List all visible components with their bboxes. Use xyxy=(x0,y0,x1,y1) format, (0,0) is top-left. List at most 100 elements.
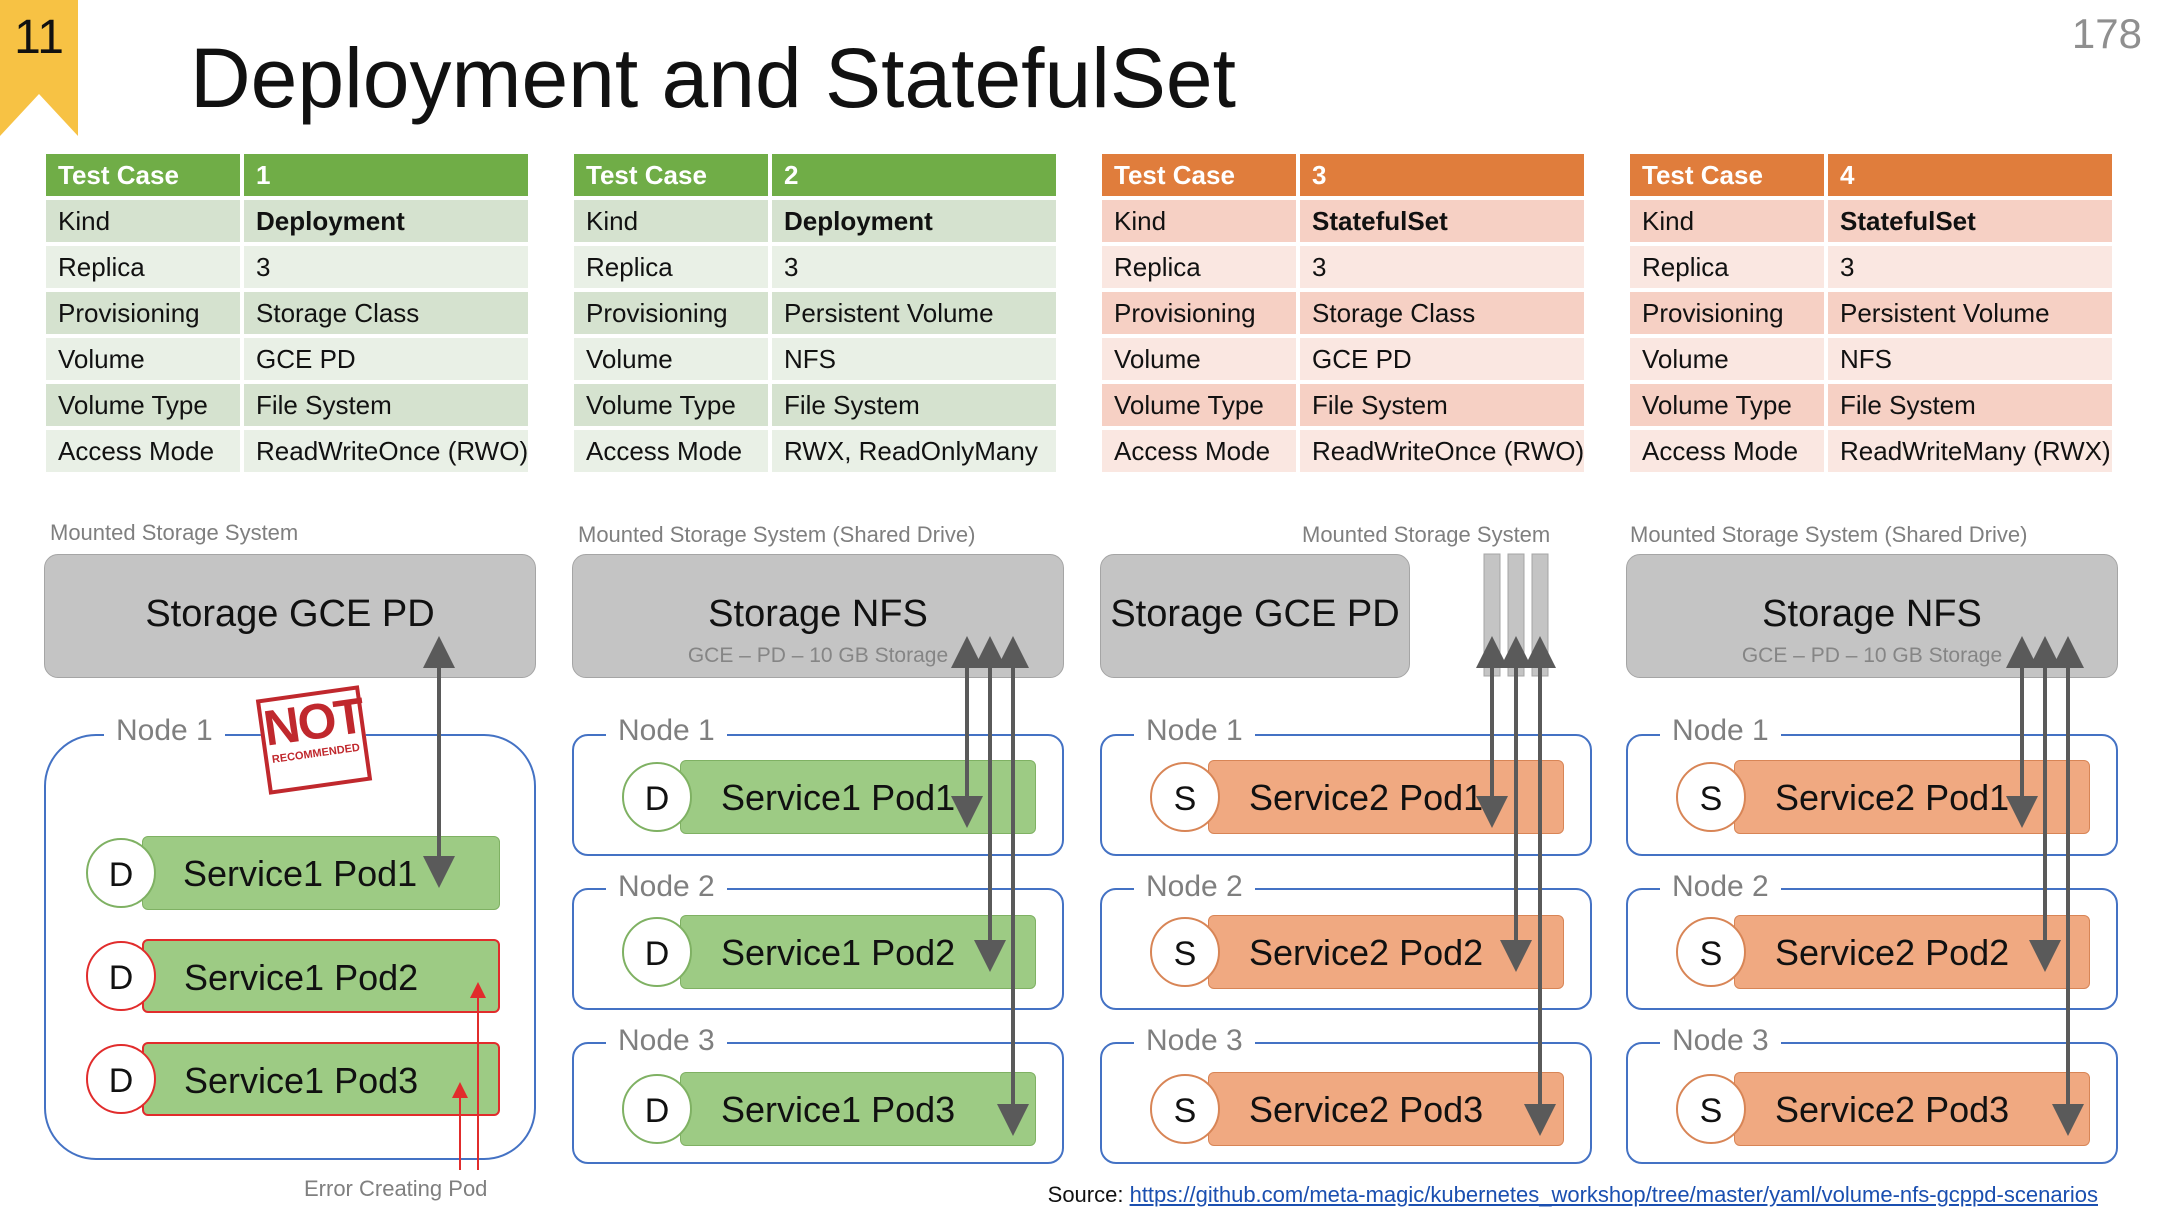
node-label: Node 3 xyxy=(1134,1024,1255,1058)
storage-caption: Mounted Storage System (Shared Drive) xyxy=(1630,522,2028,547)
node-label: Node 1 xyxy=(1660,714,1781,748)
table-cell: Volume Type xyxy=(1630,384,1824,426)
volume-stub xyxy=(1531,553,1549,677)
table-cell: Volume xyxy=(1630,338,1824,380)
storage-title: Storage GCE PD xyxy=(1110,593,1400,635)
pod-name: Service2 Pod3 xyxy=(1249,1089,1484,1130)
table-row: Provisioning Storage Class xyxy=(46,292,528,334)
node-label: Node 2 xyxy=(606,870,727,904)
table-cell: 3 xyxy=(1300,154,1584,196)
section-number: 11 xyxy=(14,11,64,64)
table-row: Volume GCE PD xyxy=(1102,338,1584,380)
table-cell: ReadWriteOnce (RWO) xyxy=(244,430,528,472)
source-label: Source: xyxy=(1047,1182,1130,1207)
table-row: Replica 3 xyxy=(1102,246,1584,288)
node-label: Node 2 xyxy=(1660,870,1781,904)
pod-bar: Service2 Pod2 xyxy=(1208,915,1564,989)
table-cell: StatefulSet xyxy=(1300,200,1584,242)
table-row: Volume Type File System xyxy=(1630,384,2112,426)
table-row: Kind Deployment xyxy=(46,200,528,242)
pod-bar: Service2 Pod1 xyxy=(1734,760,2090,834)
table-cell: ReadWriteOnce (RWO) xyxy=(1300,430,1584,472)
test-case-table-4: Test Case 4 Kind StatefulSet Replica 3 P… xyxy=(1626,150,2116,476)
table-cell: Test Case xyxy=(1630,154,1824,196)
node-label: Node 3 xyxy=(1660,1024,1781,1058)
pod-name: Service1 Pod3 xyxy=(721,1089,956,1130)
source-link[interactable]: https://github.com/meta-magic/kubernetes… xyxy=(1129,1182,2098,1207)
table-row: Provisioning Storage Class xyxy=(1102,292,1584,334)
table-row: Access Mode ReadWriteOnce (RWO) xyxy=(46,430,528,472)
table-cell: Replica xyxy=(46,246,240,288)
pod-name: Service2 Pod1 xyxy=(1775,777,2010,818)
pod-bar: Service1 Pod2 xyxy=(680,915,1036,989)
pod-bar: Service1 Pod1 xyxy=(680,760,1036,834)
table-row: Volume GCE PD xyxy=(46,338,528,380)
pod-bar: Service1 Pod3 xyxy=(680,1072,1036,1146)
pod-bar: Service2 Pod2 xyxy=(1734,915,2090,989)
node-label: Node 3 xyxy=(606,1024,727,1058)
node-label: Node 1 xyxy=(104,714,225,748)
node-label: Node 1 xyxy=(1134,714,1255,748)
page-number: 178 xyxy=(2071,10,2142,57)
pod-type-circle: D xyxy=(622,762,692,832)
pod-type-circle: S xyxy=(1150,762,1220,832)
table-cell: 3 xyxy=(772,246,1056,288)
table-row: Volume Type File System xyxy=(46,384,528,426)
pod-bar: Service2 Pod3 xyxy=(1208,1072,1564,1146)
table-cell: Test Case xyxy=(1102,154,1296,196)
table-cell: Test Case xyxy=(46,154,240,196)
table-header-row: Test Case 1 xyxy=(46,154,528,196)
test-case-table-1: Test Case 1 Kind Deployment Replica 3 Pr… xyxy=(42,150,532,476)
table-cell: Persistent Volume xyxy=(772,292,1056,334)
source-footer: Source: https://github.com/meta-magic/ku… xyxy=(1048,1182,2098,1208)
pod-bar: Service1 Pod1 xyxy=(142,836,500,910)
pod-bar: Service2 Pod1 xyxy=(1208,760,1564,834)
pod-name: Service1 Pod3 xyxy=(184,1060,419,1101)
table-cell: Provisioning xyxy=(574,292,768,334)
pod-type-circle: D xyxy=(622,917,692,987)
table-cell: Kind xyxy=(46,200,240,242)
test-case-table-3: Test Case 3 Kind StatefulSet Replica 3 P… xyxy=(1098,150,1588,476)
table-cell: Volume Type xyxy=(1102,384,1296,426)
table-cell: NFS xyxy=(772,338,1056,380)
storage-subtitle: GCE – PD – 10 GB Storage xyxy=(1741,644,2003,667)
table-cell: Access Mode xyxy=(1630,430,1824,472)
table-row: Replica 3 xyxy=(46,246,528,288)
storage-caption: Mounted Storage System (Shared Drive) xyxy=(578,522,976,547)
table-cell: Replica xyxy=(1630,246,1824,288)
storage-box: Storage NFS GCE – PD – 10 GB Storage xyxy=(572,554,1064,678)
section-badge: 11 xyxy=(0,0,78,136)
storage-box: Storage GCE PD xyxy=(1100,554,1410,678)
pod-type-circle: D xyxy=(86,941,156,1011)
table-cell: File System xyxy=(772,384,1056,426)
table-row: Access Mode RWX, ReadOnlyMany xyxy=(574,430,1056,472)
pod-bar-error: Service1 Pod2 xyxy=(142,939,500,1013)
table-cell: 3 xyxy=(244,246,528,288)
bookmark-ribbon-icon xyxy=(0,0,78,136)
table-cell: ReadWriteMany (RWX) xyxy=(1828,430,2112,472)
table-row: Kind StatefulSet xyxy=(1102,200,1584,242)
table-cell: Replica xyxy=(1102,246,1296,288)
pod-name: Service1 Pod1 xyxy=(183,853,418,894)
table-header-row: Test Case 4 xyxy=(1630,154,2112,196)
table-cell: GCE PD xyxy=(244,338,528,380)
table-row: Volume Type File System xyxy=(574,384,1056,426)
table-cell: Provisioning xyxy=(1630,292,1824,334)
volume-stub xyxy=(1507,553,1525,677)
table-cell: Volume Type xyxy=(46,384,240,426)
table-cell: Storage Class xyxy=(1300,292,1584,334)
table-cell: Volume xyxy=(46,338,240,380)
table-cell: Access Mode xyxy=(1102,430,1296,472)
node-label: Node 2 xyxy=(1134,870,1255,904)
pod-type-circle: D xyxy=(622,1074,692,1144)
pod-type-circle: D xyxy=(86,838,156,908)
table-cell: Kind xyxy=(574,200,768,242)
table-cell: RWX, ReadOnlyMany xyxy=(772,430,1056,472)
pod-type-circle: S xyxy=(1150,1074,1220,1144)
table-row: Replica 3 xyxy=(1630,246,2112,288)
test-case-table-2: Test Case 2 Kind Deployment Replica 3 Pr… xyxy=(570,150,1060,476)
table-cell: Provisioning xyxy=(46,292,240,334)
pod-type-circle: D xyxy=(86,1044,156,1114)
pod-name: Service2 Pod2 xyxy=(1249,932,1484,973)
